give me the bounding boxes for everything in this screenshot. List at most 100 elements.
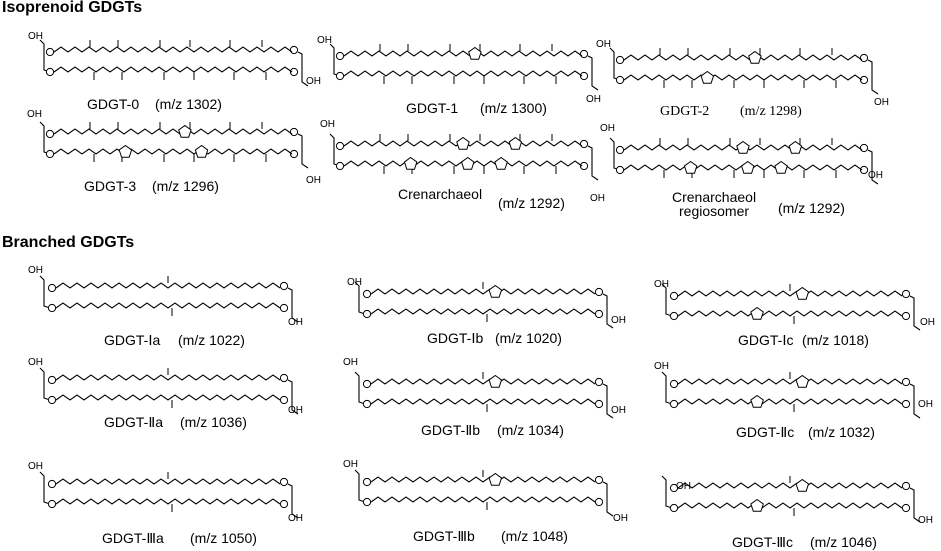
ether-oxygen-circle xyxy=(859,53,869,63)
upper-alkyl-chain xyxy=(55,374,281,381)
ether-oxygen-circle xyxy=(362,309,372,319)
ether-oxygen-circle xyxy=(335,161,345,171)
ether-oxygen-circle xyxy=(289,127,299,137)
oh-label-bottom: OH xyxy=(613,513,628,524)
ether-oxygen-circle xyxy=(47,375,57,385)
oh-label-top: OH xyxy=(343,459,358,470)
gdgt-iic-structure xyxy=(661,371,921,419)
upper-alkyl-chain xyxy=(677,378,903,385)
cyclopentane-ring xyxy=(461,156,475,170)
gdgt-iic-mz: (m/z 1032) xyxy=(808,424,875,440)
molecule-crenarchaeol: OH OH Crenarchaeol (m/z 1292) xyxy=(320,120,610,212)
gdgt-0-structure xyxy=(39,39,309,87)
cyclopentane-ring xyxy=(750,306,764,320)
ether-oxygen-circle xyxy=(45,47,55,57)
ether-oxygen-circle xyxy=(335,51,345,61)
oh-label-top: OH xyxy=(654,361,669,372)
ether-oxygen-circle xyxy=(362,497,372,507)
gdgt-ic-structure xyxy=(661,283,921,331)
ether-oxygen-circle xyxy=(669,379,679,389)
upper-alkyl-chain xyxy=(370,378,596,385)
oh-label-top: OH xyxy=(28,31,43,42)
upper-alkyl-chain xyxy=(677,290,903,297)
right-glycerol-bond xyxy=(287,379,299,415)
gdgt-1-structure xyxy=(329,43,599,91)
ether-oxygen-circle xyxy=(579,71,589,81)
ether-oxygen-circle xyxy=(289,149,299,159)
molecule-gdgt-iib: OH OH GDGT-Ⅱb (m/z 1034) xyxy=(343,358,635,446)
oh-label-top: OH xyxy=(28,265,43,276)
molecule-gdgt-2: OH OH GDGT-2 (m/z 1298) xyxy=(596,38,890,122)
oh-label-top: OH xyxy=(28,461,43,472)
ether-oxygen-circle xyxy=(901,481,911,491)
upper-alkyl-chain xyxy=(53,46,293,53)
gdgt-iib-name: GDGT-Ⅱb xyxy=(421,422,481,438)
oh-label-top: OH xyxy=(317,35,332,46)
ether-oxygen-circle xyxy=(45,149,55,159)
oh-label-bottom: OH xyxy=(288,513,303,524)
gdgt-2-structure xyxy=(609,47,879,95)
ether-oxygen-circle xyxy=(335,71,345,81)
gdgt-iia-mz: (m/z 1036) xyxy=(180,414,247,430)
upper-alkyl-chain xyxy=(55,478,281,485)
ether-oxygen-circle xyxy=(669,483,679,493)
left-glycerol-bond xyxy=(39,367,51,401)
right-glycerol-bond xyxy=(867,149,879,185)
cyclopentane-ring xyxy=(795,286,810,300)
ether-oxygen-circle xyxy=(279,373,289,383)
lower-alkyl-chain xyxy=(623,74,863,81)
oh-label-top: OH xyxy=(654,279,669,290)
crenarchaeol-structure xyxy=(329,133,599,181)
ether-oxygen-circle xyxy=(594,399,604,409)
upper-alkyl-chain xyxy=(677,482,903,489)
ether-oxygen-circle xyxy=(859,75,869,85)
ether-oxygen-circle xyxy=(47,395,57,405)
cyclopentane-ring xyxy=(795,478,810,492)
ether-oxygen-circle xyxy=(669,291,679,301)
gdgt-iiic-name: GDGT-Ⅲc xyxy=(732,534,793,550)
gdgt-iib-mz: (m/z 1034) xyxy=(497,422,564,438)
gdgt-iiia-structure xyxy=(39,471,299,519)
crenarchaeol-mz: (m/z 1292) xyxy=(498,195,565,211)
crenarchaeol-regioisomer-name: Crenarchaeol regiosomer xyxy=(672,190,756,218)
crenarchaeol-name: Crenarchaeol xyxy=(398,186,483,202)
molecule-gdgt-ia: OH OH GDGT-Ⅰa (m/z 1022) xyxy=(28,265,320,350)
left-glycerol-bond xyxy=(609,137,621,171)
lower-alkyl-chain xyxy=(343,70,583,77)
oh-label-top: OH xyxy=(28,357,43,368)
gdgt-1-mz: (m/z 1300) xyxy=(480,100,547,116)
gdgt-ia-mz: (m/z 1022) xyxy=(178,332,245,348)
oh-label-top: OH xyxy=(343,357,358,368)
right-glycerol-bond xyxy=(909,295,921,331)
lower-alkyl-chain xyxy=(55,498,281,505)
right-glycerol-bond xyxy=(602,481,614,517)
oh-label-bottom: OH xyxy=(918,399,933,410)
oh-label-right: OH xyxy=(868,170,883,181)
left-glycerol-bond xyxy=(39,39,51,73)
oh-label-top: OH xyxy=(347,277,362,288)
lower-alkyl-chain xyxy=(677,398,903,405)
cyclopentane-ring xyxy=(403,156,418,170)
gdgt-iiic-structure xyxy=(661,475,921,523)
cyclopentane-ring xyxy=(750,394,764,408)
oh-label-bottom: OH xyxy=(611,405,626,416)
cyclopentane-ring xyxy=(788,140,803,154)
upper-alkyl-chain xyxy=(53,128,293,135)
ether-oxygen-circle xyxy=(279,303,289,313)
ether-oxygen-circle xyxy=(579,161,589,171)
right-glycerol-bond xyxy=(867,59,879,95)
left-glycerol-bond xyxy=(354,371,366,405)
left-glycerol-bond xyxy=(39,471,51,505)
ether-oxygen-circle xyxy=(279,499,289,509)
gdgt-iic-name: GDGT-Ⅱc xyxy=(736,424,795,440)
oh-label-bottom: OH xyxy=(920,317,935,328)
gdgt-iia-structure xyxy=(39,367,299,415)
upper-alkyl-chain xyxy=(55,282,281,289)
molecule-gdgt-1: OH OH GDGT-1 (m/z 1300) xyxy=(317,34,610,118)
gdgt-iiib-structure xyxy=(354,469,614,517)
cyclopentane-ring xyxy=(795,374,810,388)
oh-label-bottom: OH xyxy=(590,193,605,204)
ether-oxygen-circle xyxy=(594,377,604,387)
gdgt-iia-name: GDGT-Ⅱa xyxy=(104,414,164,430)
ether-oxygen-circle xyxy=(901,289,911,299)
